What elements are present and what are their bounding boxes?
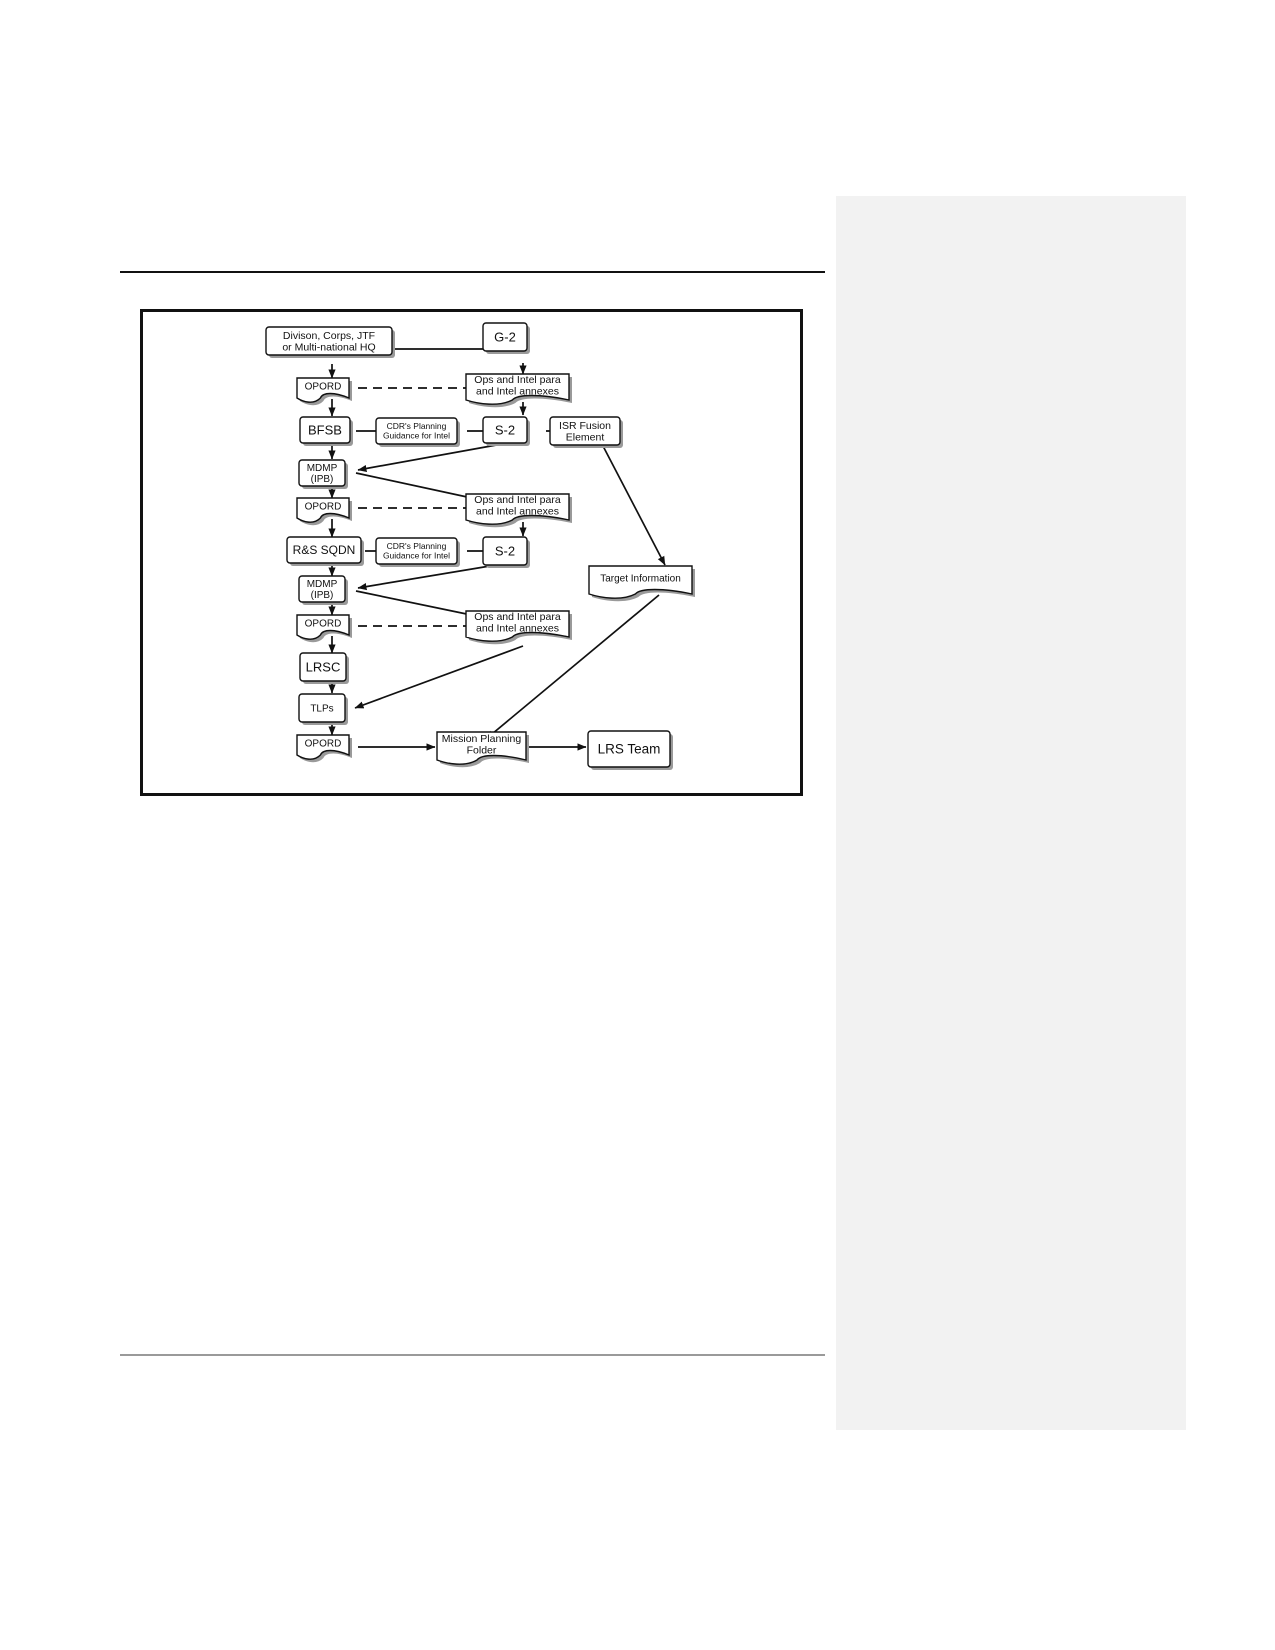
node-label: and Intel annexes	[476, 623, 559, 635]
node-label: and Intel annexes	[476, 386, 559, 398]
node-label: Guidance for Intel	[383, 431, 450, 441]
node-label: MDMP	[307, 463, 338, 474]
node-s2-1: S-2	[482, 416, 530, 446]
edge-mdmp2-to-ops3	[355, 590, 482, 619]
node-opord-3: OPORD	[296, 614, 352, 643]
node-label: Element	[566, 432, 605, 444]
node-tlps: TLPs	[298, 693, 348, 725]
node-label: BFSB	[308, 423, 342, 438]
node-target-info: Target Information	[588, 565, 695, 602]
node-s2-2: S-2	[482, 536, 530, 568]
edge-isr-to-target	[602, 445, 666, 566]
sidebar-panel	[836, 196, 1186, 1430]
node-label: S-2	[495, 544, 515, 559]
node-label: LRSC	[306, 660, 341, 675]
node-lrsc: LRSC	[299, 652, 349, 684]
node-label: ISR Fusion	[559, 420, 611, 432]
node-label: CDR's Planning	[387, 421, 447, 431]
node-opord-1: OPORD	[296, 377, 352, 406]
node-g2: G-2	[482, 322, 530, 354]
bottom-rule	[120, 1354, 825, 1356]
node-label: TLPs	[310, 704, 333, 715]
node-label: Ops and Intel para	[474, 374, 561, 386]
node-mdmp-2: MDMP(IPB)	[298, 575, 348, 605]
node-label: or Multi-national HQ	[282, 342, 375, 354]
node-label: Guidance for Intel	[383, 551, 450, 561]
node-label: OPORD	[305, 739, 342, 750]
edge-mdmp1-to-ops2	[355, 472, 482, 502]
node-label: Ops and Intel para	[474, 494, 561, 506]
node-label: Folder	[467, 745, 497, 757]
node-label: OPORD	[305, 502, 342, 513]
node-label: Target Information	[600, 574, 681, 585]
edge-ops3-to-tlps	[354, 645, 524, 709]
node-bfsb: BFSB	[299, 416, 353, 446]
node-label: CDR's Planning	[387, 541, 447, 551]
node-label: LRS Team	[598, 742, 661, 757]
node-label: and Intel annexes	[476, 506, 559, 518]
node-label: (IPB)	[311, 474, 334, 485]
node-label: G-2	[494, 330, 516, 345]
node-lrs-team: LRS Team	[587, 730, 673, 770]
node-label: R&S SQDN	[293, 543, 356, 557]
node-label: OPORD	[305, 619, 342, 630]
node-rs-sqdn: R&S SQDN	[286, 536, 364, 566]
node-label: Ops and Intel para	[474, 611, 561, 623]
node-opord-4: OPORD	[296, 734, 352, 763]
edge-s2-2-to-mdmp2	[357, 563, 503, 591]
edge-s2-1-to-mdmp1	[357, 443, 503, 473]
node-opord-2: OPORD	[296, 497, 352, 526]
node-label: S-2	[495, 423, 515, 438]
node-label: Divison, Corps, JTF	[283, 330, 375, 342]
node-label: (IPB)	[311, 590, 334, 601]
edge-target-to-folder	[485, 594, 660, 740]
top-rule	[120, 271, 825, 273]
node-label: OPORD	[305, 382, 342, 393]
node-label: MDMP	[307, 579, 338, 590]
node-label: Mission Planning	[442, 733, 522, 745]
node-mdmp-1: MDMP(IPB)	[298, 459, 348, 489]
